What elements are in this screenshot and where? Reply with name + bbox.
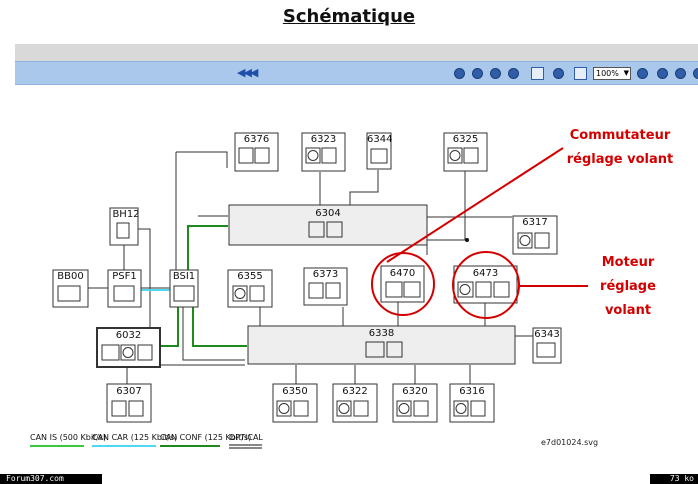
- label-6322: 6322: [342, 386, 368, 397]
- label-6344: 6344: [367, 134, 393, 145]
- annotation-moteur-line1: Moteur: [601, 255, 655, 270]
- module-6304[interactable]: [228, 204, 428, 246]
- label-6473: 6473: [472, 268, 499, 279]
- label-6470: 6470: [389, 268, 416, 279]
- help-icon[interactable]: [693, 68, 698, 79]
- label-6355: 6355: [237, 271, 263, 282]
- label-6320: 6320: [402, 386, 428, 397]
- label-6317: 6317: [522, 217, 548, 228]
- highlight-circle-6470: [371, 252, 435, 316]
- annotation-moteur-line2: réglage: [600, 279, 656, 294]
- label-6307: 6307: [116, 386, 142, 397]
- footer-site: Forum307.com: [0, 474, 102, 484]
- back-nav-icon[interactable]: ◀◀◀: [237, 66, 258, 79]
- legend-can-conf: CAN CONF (125 Kbit/s): [160, 433, 252, 442]
- nav-up-icon[interactable]: [454, 68, 465, 79]
- module-6338[interactable]: [247, 325, 516, 365]
- legend-can-car: CAN CAR (125 Kbit/s): [92, 433, 178, 442]
- annotation-moteur: Moteur réglage volant: [592, 251, 664, 323]
- zoom-in-icon[interactable]: [553, 68, 564, 79]
- label-6373: 6373: [312, 269, 339, 280]
- label-6323: 6323: [310, 134, 337, 145]
- chevron-down-icon: ▼: [623, 69, 629, 77]
- page-title: Schématique: [282, 6, 416, 27]
- nav-left-icon[interactable]: [490, 68, 501, 79]
- zoom-fit-icon[interactable]: [657, 68, 668, 79]
- label-6343: 6343: [534, 329, 560, 340]
- nav-right-icon[interactable]: [508, 68, 519, 79]
- viewer-toolbar: ◀◀◀ 100% ▼: [15, 61, 698, 85]
- label-PSF1: PSF1: [112, 271, 137, 282]
- legend-can-is: CAN IS (500 Kbit/s): [30, 433, 107, 442]
- label-6325: 6325: [452, 134, 479, 145]
- label-BH12: BH12: [112, 209, 140, 220]
- label-6032: 6032: [115, 330, 142, 341]
- annotation-commutateur-line2: réglage volant: [566, 152, 674, 167]
- module-BH12[interactable]: [109, 207, 139, 246]
- zoom-value: 100%: [596, 69, 619, 78]
- footer-bar: [0, 474, 698, 484]
- annotation-moteur-line3: volant: [604, 303, 652, 318]
- footer-size: 73 ko: [650, 474, 698, 484]
- label-6338: 6338: [368, 328, 395, 339]
- annotation-commutateur: Commutateur réglage volant: [560, 124, 680, 172]
- annotation-commutateur-line1: Commutateur: [569, 128, 671, 143]
- module-6376[interactable]: [234, 132, 279, 172]
- label-BSI1: BSI1: [172, 271, 196, 282]
- file-name: e7d01024.svg: [541, 438, 599, 447]
- zoom-select[interactable]: 100% ▼: [593, 67, 631, 80]
- viewer-top-bar: [15, 44, 698, 61]
- label-BB00: BB00: [57, 271, 84, 282]
- print-icon[interactable]: [531, 67, 544, 80]
- zoom-out-icon[interactable]: [637, 68, 648, 79]
- zoom-search-icon[interactable]: [574, 67, 587, 80]
- close-icon[interactable]: [675, 68, 686, 79]
- label-6316: 6316: [459, 386, 485, 397]
- label-6350: 6350: [282, 386, 308, 397]
- nav-down-icon[interactable]: [472, 68, 483, 79]
- legend-optical: OPTICAL: [229, 433, 263, 442]
- label-6304: 6304: [315, 208, 341, 219]
- label-6376: 6376: [243, 134, 270, 145]
